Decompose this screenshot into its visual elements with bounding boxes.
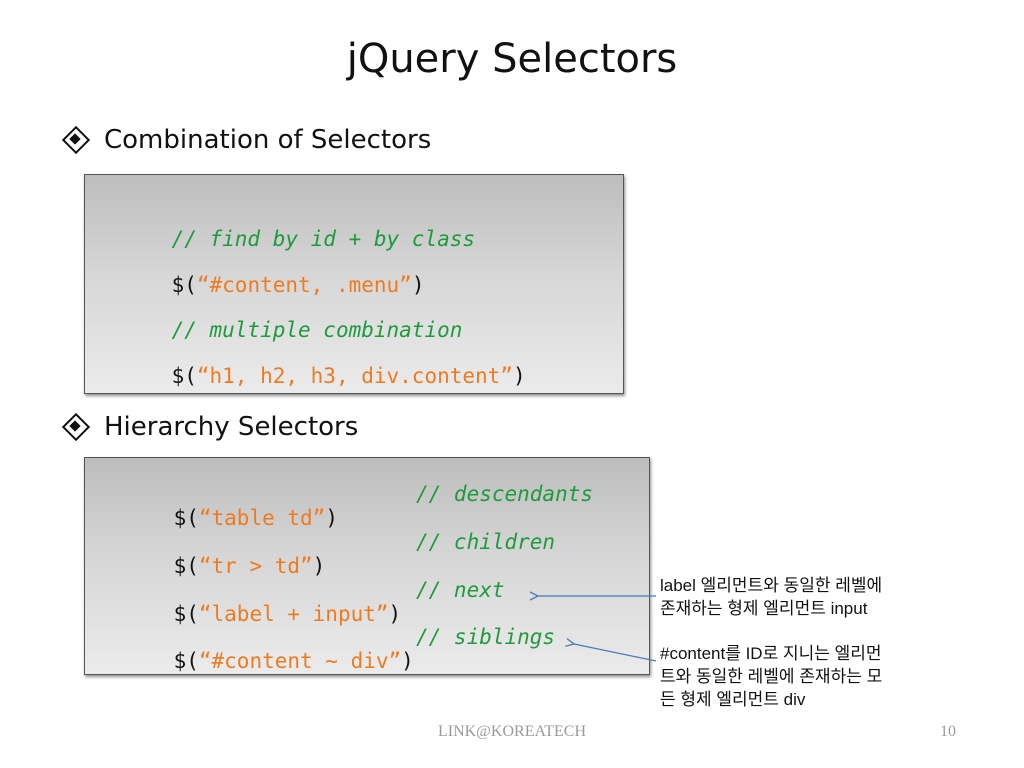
- code-string: “#content, .menu”: [196, 273, 412, 297]
- code-line: $(“#content, .menu”): [121, 249, 425, 321]
- slide-title: jQuery Selectors: [346, 36, 678, 82]
- annotation-line: 트와 동일한 레벨에 존재하는 모: [660, 667, 883, 686]
- code-call-close: ): [411, 273, 425, 297]
- code-call-close: ): [312, 554, 326, 578]
- annotation-line: 존재하는 형제 엘리먼트 input: [660, 599, 868, 618]
- annotation-line: #content를 ID로 지니는 엘리먼: [660, 644, 882, 663]
- code-box-hierarchy: $(“table td”) // descendants $(“tr > td”…: [84, 457, 650, 675]
- code-comment: // next: [416, 578, 505, 602]
- page-number: 10: [940, 723, 956, 740]
- section-heading-combination: Combination of Selectors: [61, 125, 432, 155]
- code-call-open: $(: [171, 364, 197, 388]
- code-string: “table td”: [198, 506, 326, 530]
- code-call-open: $(: [171, 273, 197, 297]
- code-line: $(“tr > td”): [123, 530, 326, 602]
- section-heading-hierarchy: Hierarchy Selectors: [61, 412, 359, 442]
- annotation-line: 든 형제 엘리먼트 div: [660, 690, 806, 709]
- code-line: $(“table td”): [123, 482, 338, 554]
- annotation-siblings: #content를 ID로 지니는 엘리먼 트와 동일한 레벨에 존재하는 모 …: [660, 642, 882, 711]
- code-string: “h1, h2, h3, div.content”: [196, 364, 513, 388]
- code-line: $(“label + input”): [123, 578, 402, 650]
- code-line: $(“#content ~ div”): [123, 625, 414, 697]
- code-call-open: $(: [173, 602, 199, 626]
- code-string: “tr > td”: [198, 554, 313, 578]
- code-string: “label + input”: [198, 602, 389, 626]
- code-comment: // descendants: [416, 482, 594, 506]
- annotation-line: label 엘리먼트와 동일한 레벨에: [660, 576, 883, 595]
- code-call-close: ): [401, 649, 414, 673]
- code-string: “#content ~ div”: [198, 649, 402, 673]
- code-call-close: ): [325, 506, 338, 530]
- footer-label: LINK@KOREATECH: [437, 723, 587, 740]
- code-comment: // children: [416, 530, 556, 554]
- section-heading-label: Combination of Selectors: [104, 125, 432, 155]
- code-box-combination: // find by id + by class $(“#content, .m…: [84, 174, 624, 394]
- code-call-close: ): [388, 602, 402, 626]
- code-call-open: $(: [173, 554, 199, 578]
- code-call-open: $(: [173, 506, 199, 530]
- annotation-next: label 엘리먼트와 동일한 레벨에 존재하는 형제 엘리먼트 input: [660, 574, 882, 620]
- code-comment: // siblings: [416, 625, 556, 649]
- code-call-close: ): [512, 364, 526, 388]
- code-call-open: $(: [173, 649, 199, 673]
- code-line: // multiple combination: [121, 294, 463, 366]
- code-comment: // find by id + by class: [171, 227, 476, 251]
- arrow-siblings: [574, 644, 657, 662]
- code-line: // find by id + by class: [121, 203, 475, 275]
- code-line: $(“h1, h2, h3, div.content”): [121, 340, 526, 412]
- section-heading-label: Hierarchy Selectors: [104, 412, 359, 442]
- code-comment: // multiple combination: [171, 318, 463, 342]
